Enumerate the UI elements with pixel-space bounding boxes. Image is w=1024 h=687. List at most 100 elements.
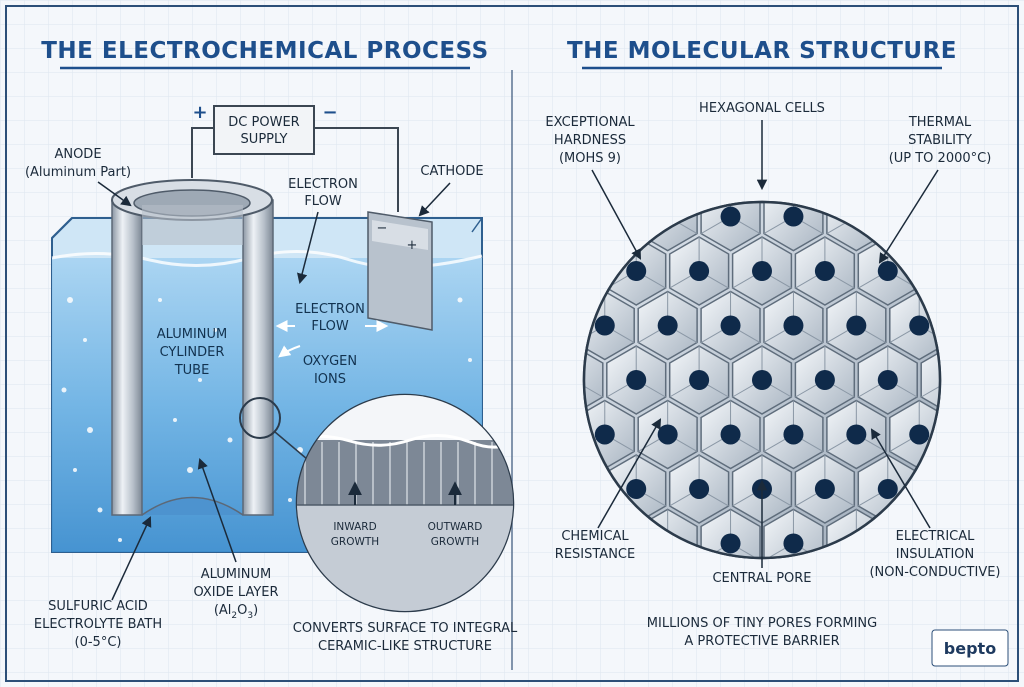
pore bbox=[720, 206, 741, 227]
pore bbox=[909, 424, 930, 445]
electron-flow-arrow bbox=[297, 211, 319, 285]
anode-label-line2: (Aluminum Part) bbox=[25, 165, 131, 180]
pore bbox=[626, 370, 647, 390]
hex-cell bbox=[584, 345, 604, 415]
thermal-arrow bbox=[878, 169, 939, 264]
inward-growth-line2: GROWTH bbox=[331, 536, 379, 548]
pore bbox=[877, 370, 898, 390]
anode-label-line1: ANODE bbox=[54, 147, 101, 162]
outward-growth-line1: OUTWARD bbox=[428, 521, 483, 533]
chemical-line1: CHEMICAL bbox=[561, 529, 629, 544]
right-caption-line2: A PROTECTIVE BARRIER bbox=[684, 634, 839, 649]
cathode-minus: − bbox=[377, 221, 388, 236]
oxide-label-line1: ALUMINUM bbox=[201, 567, 272, 582]
thermal-line2: STABILITY bbox=[908, 133, 972, 148]
pore bbox=[846, 315, 867, 336]
pore bbox=[626, 261, 647, 282]
pore bbox=[689, 478, 710, 499]
oxygen-arrow bbox=[278, 345, 301, 358]
cathode-label: CATHODE bbox=[420, 164, 483, 179]
pore bbox=[783, 206, 804, 227]
pore bbox=[752, 261, 772, 282]
bath-arrow bbox=[111, 516, 152, 601]
bath-label-line2: ELECTROLYTE BATH bbox=[34, 617, 162, 632]
left-caption-line1: CONVERTS SURFACE TO INTEGRAL bbox=[293, 621, 518, 636]
bepto-logo: bepto bbox=[931, 629, 1009, 667]
left-caption-line2: CERAMIC-LIKE STRUCTURE bbox=[318, 639, 492, 654]
pore bbox=[783, 424, 804, 445]
hardness-line2: HARDNESS bbox=[554, 133, 626, 148]
negative-terminal: − bbox=[322, 102, 337, 123]
hex-cell bbox=[920, 345, 940, 415]
oxygen-ions-line1: OXYGEN bbox=[303, 354, 357, 369]
hex-cell-facet bbox=[584, 379, 604, 398]
hex-cell-facet bbox=[920, 379, 940, 398]
central-pore-label: CENTRAL PORE bbox=[712, 571, 811, 586]
anode-arrow bbox=[97, 181, 132, 207]
pore bbox=[720, 533, 741, 554]
left-title: THE ELECTROCHEMICAL PROCESS bbox=[41, 38, 489, 64]
thermal-line1: THERMAL bbox=[908, 115, 972, 130]
electrical-arrow bbox=[870, 428, 931, 529]
right-title: THE MOLECULAR STRUCTURE bbox=[567, 38, 957, 64]
pore bbox=[689, 261, 710, 282]
hardness-line3: (MOHS 9) bbox=[559, 151, 621, 166]
electron-flow-top-line1: ELECTRON bbox=[288, 177, 358, 192]
pore bbox=[689, 370, 710, 390]
electron-flow-inner-line2: FLOW bbox=[311, 319, 348, 334]
pore bbox=[752, 370, 772, 390]
logo-text: bepto bbox=[944, 639, 996, 658]
pore bbox=[814, 478, 835, 499]
oxygen-ions-line2: IONS bbox=[314, 372, 346, 387]
electron-flow-inner-line1: ELECTRON bbox=[295, 302, 365, 317]
hardness-line1: EXCEPTIONAL bbox=[545, 115, 635, 130]
pore bbox=[877, 478, 898, 499]
pore bbox=[909, 315, 930, 336]
pore bbox=[626, 478, 647, 499]
cylinder-label-line2: CYLINDER bbox=[160, 345, 225, 360]
aluminum-cylinder bbox=[111, 179, 274, 516]
oxide-label-line2: OXIDE LAYER bbox=[193, 585, 278, 600]
pore bbox=[783, 315, 804, 336]
inward-growth-line1: INWARD bbox=[333, 521, 376, 533]
pore bbox=[846, 424, 867, 445]
outer-frame bbox=[5, 5, 1019, 682]
cylinder-label-line1: ALUMINUM bbox=[157, 327, 228, 342]
hexagonal-cells-label: HEXAGONAL CELLS bbox=[699, 101, 825, 116]
pore bbox=[657, 315, 678, 336]
oxide-arrow bbox=[197, 458, 237, 563]
electrical-line1: ELECTRICAL bbox=[896, 529, 976, 544]
chemical-arrow bbox=[597, 418, 662, 529]
bubbles bbox=[61, 297, 472, 542]
pore bbox=[877, 261, 898, 282]
dc-power-supply: DC POWER SUPPLY + − bbox=[191, 102, 399, 212]
right-caption-line1: MILLIONS OF TINY PORES FORMING bbox=[647, 616, 877, 631]
positive-terminal: + bbox=[192, 102, 207, 123]
cathode-plus: + bbox=[407, 238, 418, 253]
electron-flow-top-line2: FLOW bbox=[304, 194, 341, 209]
zoom-magnifier: INWARD GROWTH OUTWARD GROWTH bbox=[239, 393, 515, 613]
cathode-arrow bbox=[418, 182, 451, 217]
power-supply-line2: SUPPLY bbox=[241, 132, 288, 147]
cylinder-label-line3: TUBE bbox=[174, 363, 210, 378]
oxide-formula: (Al2O3) bbox=[214, 603, 258, 621]
pore bbox=[594, 424, 615, 445]
cathode-plate: − + bbox=[367, 211, 433, 331]
pore bbox=[594, 315, 615, 336]
pore bbox=[783, 533, 804, 554]
pore bbox=[657, 424, 678, 445]
outward-growth-line2: GROWTH bbox=[431, 536, 479, 548]
electrical-line2: INSULATION bbox=[896, 547, 974, 562]
bath-label-line3: (0-5°C) bbox=[75, 635, 122, 650]
hardness-arrow bbox=[591, 169, 642, 260]
pore bbox=[720, 424, 741, 445]
pore bbox=[814, 261, 835, 282]
bath-label-line1: SULFURIC ACID bbox=[48, 599, 148, 614]
electrical-line3: (NON-CONDUCTIVE) bbox=[869, 565, 1000, 580]
chemical-line2: RESISTANCE bbox=[555, 547, 635, 562]
pore bbox=[814, 370, 835, 390]
pore bbox=[720, 315, 741, 336]
power-supply-line1: DC POWER bbox=[228, 115, 299, 130]
